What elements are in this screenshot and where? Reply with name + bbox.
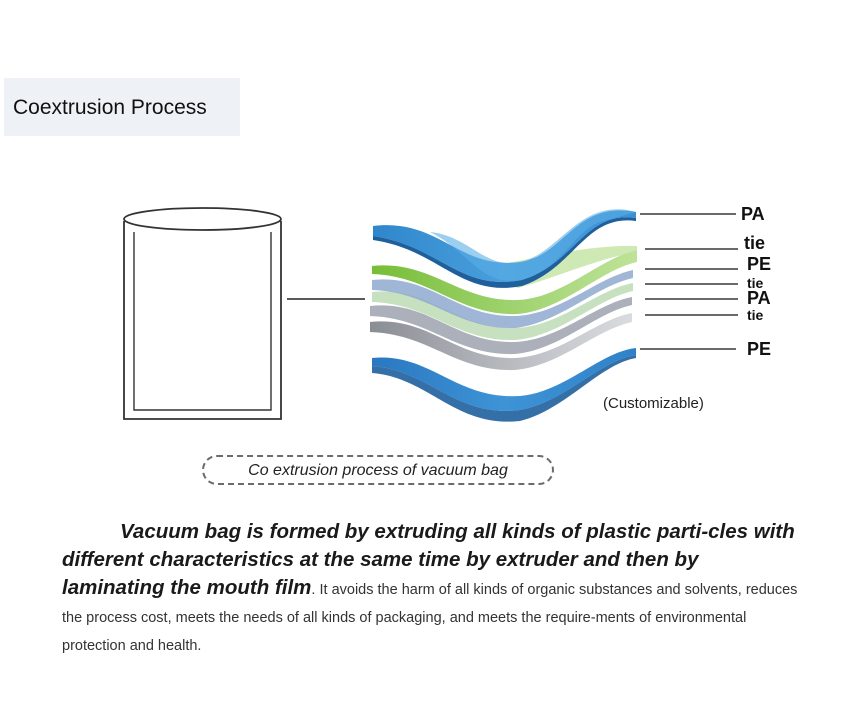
- layer-tie-green: [372, 250, 637, 315]
- layer-tie-gray-2: [370, 313, 632, 371]
- section-title: Coextrusion Process: [13, 96, 207, 119]
- layer-label-tie-3: tie: [747, 307, 764, 323]
- paragraph-bold-text: Vacuum bag is formed by extruding all ki…: [62, 520, 795, 599]
- layer-pa-gray: [370, 297, 632, 355]
- layer-label-pa-mid: PA: [747, 288, 771, 308]
- layer-label-pe-bottom: PE: [747, 339, 772, 359]
- layer-tie-gray-1: [372, 283, 633, 341]
- customizable-note: (Customizable): [603, 395, 704, 412]
- layer-label-pa-top: PA: [741, 204, 765, 224]
- section-header: [4, 78, 240, 136]
- layer-label-tie-1: tie: [744, 233, 766, 253]
- layer-label-tie-2: tie: [747, 275, 764, 291]
- vacuum-bag-icon: [123, 207, 282, 420]
- layer-label-pe-mid: PE: [747, 254, 772, 274]
- caption-text: Co extrusion process of vacuum bag: [248, 462, 508, 479]
- layer-pe-mid: [372, 270, 633, 329]
- diagram-caption: Co extrusion process of vacuum bag: [202, 455, 554, 485]
- leader-lines: [640, 213, 738, 350]
- layer-stack: [370, 209, 637, 422]
- description-paragraph: Vacuum bag is formed by extruding all ki…: [62, 518, 802, 660]
- paragraph-normal-text: . It avoids the harm of all kinds of org…: [62, 582, 798, 654]
- layer-pe-bottom: [372, 348, 636, 411]
